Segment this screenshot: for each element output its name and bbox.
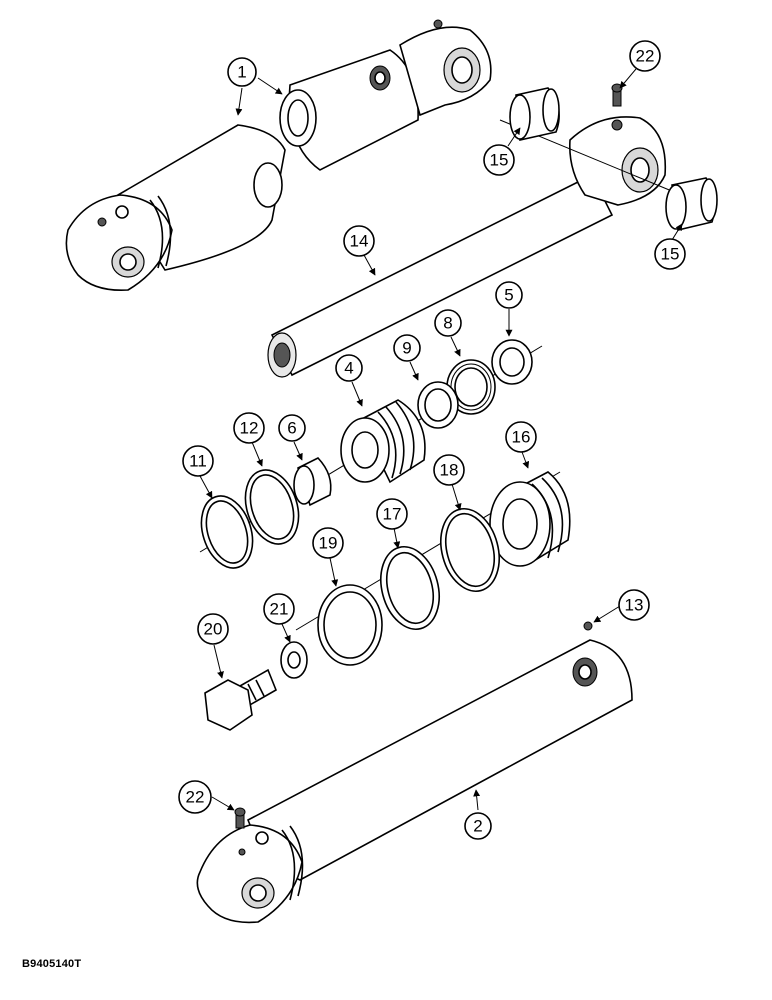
part-14-piston-rod bbox=[267, 116, 709, 378]
part-16-gland bbox=[489, 471, 571, 567]
part-13-plug bbox=[583, 621, 593, 631]
svg-text:8: 8 bbox=[443, 314, 452, 333]
part-17-ring bbox=[380, 545, 440, 631]
callout-11: 11 bbox=[182, 445, 214, 477]
svg-text:21: 21 bbox=[270, 600, 289, 619]
svg-text:16: 16 bbox=[512, 428, 531, 447]
svg-text:22: 22 bbox=[636, 47, 655, 66]
part-22-grease-fitting-bottom bbox=[234, 807, 246, 829]
part-9-backup-ring bbox=[417, 381, 459, 429]
callout-18: 18 bbox=[433, 454, 465, 486]
part-1-barrel-end bbox=[65, 124, 286, 292]
callout-9: 9 bbox=[393, 334, 421, 362]
part-11-ring bbox=[200, 495, 254, 569]
svg-text:20: 20 bbox=[204, 620, 223, 639]
callout-15-lower: 15 bbox=[654, 238, 686, 270]
svg-text:19: 19 bbox=[319, 534, 338, 553]
callout-4: 4 bbox=[335, 354, 363, 382]
part-19-wiper bbox=[317, 584, 383, 666]
callout-16: 16 bbox=[505, 421, 537, 453]
figure-code: B9405140T bbox=[22, 958, 82, 970]
part-15-bushing-lower bbox=[665, 177, 718, 231]
svg-text:18: 18 bbox=[440, 461, 459, 480]
svg-text:9: 9 bbox=[402, 339, 411, 358]
part-6-spacer bbox=[293, 457, 332, 507]
callout-17: 17 bbox=[376, 498, 408, 530]
part-2-barrel bbox=[196, 639, 633, 924]
callout-1: 1 bbox=[227, 57, 257, 87]
callout-22-top: 22 bbox=[629, 40, 661, 72]
part-18-ring bbox=[440, 507, 500, 593]
svg-text:2: 2 bbox=[473, 817, 482, 836]
leader-lines bbox=[199, 68, 683, 811]
svg-text:1: 1 bbox=[237, 63, 246, 82]
svg-text:11: 11 bbox=[189, 452, 207, 471]
callout-15-upper: 15 bbox=[483, 144, 515, 176]
svg-text:14: 14 bbox=[350, 232, 369, 251]
part-5-ring bbox=[491, 339, 533, 385]
callout-12: 12 bbox=[233, 412, 265, 444]
callout-22-bottom: 22 bbox=[178, 780, 212, 814]
callout-13: 13 bbox=[618, 589, 650, 621]
svg-text:12: 12 bbox=[240, 419, 259, 438]
callout-8: 8 bbox=[434, 309, 462, 337]
svg-text:4: 4 bbox=[344, 359, 353, 378]
svg-text:22: 22 bbox=[186, 788, 205, 807]
callout-2: 2 bbox=[464, 812, 492, 840]
callout-5: 5 bbox=[495, 281, 523, 309]
svg-text:5: 5 bbox=[504, 286, 513, 305]
part-20-bolt bbox=[204, 668, 278, 731]
part-8-seal bbox=[446, 359, 496, 415]
part-4-piston bbox=[340, 399, 426, 484]
callout-21: 21 bbox=[263, 593, 295, 625]
part-1-barrel-tube bbox=[279, 19, 492, 171]
callout-6: 6 bbox=[278, 414, 306, 442]
svg-text:17: 17 bbox=[383, 505, 402, 524]
callout-19: 19 bbox=[312, 527, 344, 559]
svg-text:15: 15 bbox=[661, 245, 680, 264]
svg-text:15: 15 bbox=[490, 151, 509, 170]
callout-14: 14 bbox=[343, 225, 375, 257]
callout-20: 20 bbox=[197, 613, 229, 645]
part-21-washer bbox=[280, 641, 308, 679]
svg-text:6: 6 bbox=[287, 419, 296, 438]
svg-text:13: 13 bbox=[625, 596, 644, 615]
part-12-ring bbox=[244, 469, 300, 545]
